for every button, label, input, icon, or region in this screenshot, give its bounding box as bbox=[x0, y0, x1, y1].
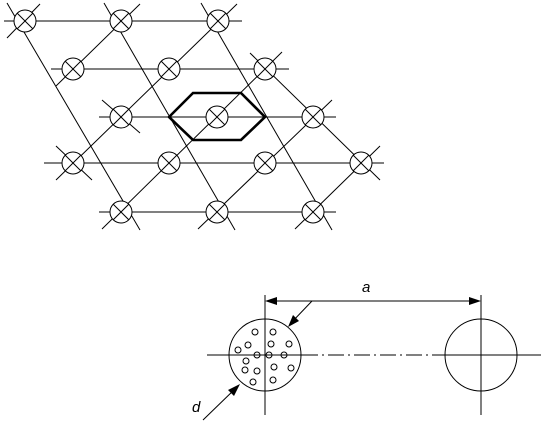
rod-node bbox=[61, 151, 85, 175]
filament-dot bbox=[287, 364, 295, 372]
filament-dot bbox=[267, 340, 275, 348]
lattice-nodes bbox=[13, 9, 373, 224]
dimension-a: a bbox=[265, 279, 481, 305]
rod-node bbox=[109, 9, 133, 33]
filament-dot bbox=[251, 328, 259, 336]
rod-node bbox=[205, 200, 229, 224]
filament-dot bbox=[285, 340, 293, 348]
rod-detail-figure: a d bbox=[192, 279, 541, 421]
leader-to-bundle-arrow bbox=[288, 315, 299, 327]
dimension-a-arrow-right bbox=[469, 297, 481, 305]
filament-dot bbox=[249, 378, 257, 386]
filament-dot bbox=[269, 328, 277, 336]
filament-dot bbox=[270, 363, 278, 371]
filament-dot bbox=[280, 351, 288, 359]
rod-node bbox=[301, 105, 325, 129]
filament-dot bbox=[234, 346, 242, 354]
rod-node bbox=[13, 9, 37, 33]
filament-dot bbox=[265, 351, 273, 359]
hexagon-unit-cell bbox=[167, 91, 267, 142]
rod-node bbox=[206, 9, 230, 33]
rod-node bbox=[109, 105, 133, 129]
leader-to-bundle bbox=[288, 300, 313, 327]
dimension-d: d bbox=[192, 384, 240, 421]
rod-node bbox=[349, 151, 373, 175]
dimension-a-arrow-left bbox=[265, 297, 277, 305]
diag-down-1 bbox=[6, 2, 141, 231]
rod-node bbox=[109, 200, 133, 224]
filament-dot bbox=[244, 341, 252, 349]
diag-up-2 bbox=[55, 3, 238, 181]
rod-node bbox=[253, 151, 277, 175]
filament-dots bbox=[234, 328, 295, 386]
dimension-d-line bbox=[202, 387, 237, 421]
filament-dot bbox=[253, 367, 261, 375]
lattice-row-lines bbox=[4, 20, 384, 213]
filament-dot bbox=[253, 351, 261, 359]
rod-node bbox=[61, 57, 85, 81]
rod-node-center bbox=[205, 105, 229, 129]
rod-node bbox=[157, 151, 181, 175]
diag-down-3 bbox=[200, 2, 333, 231]
rod-node bbox=[157, 57, 181, 81]
filament-dot bbox=[269, 376, 277, 384]
dimension-a-label: a bbox=[362, 279, 370, 296]
filament-dot bbox=[241, 366, 249, 374]
rod-node bbox=[253, 57, 277, 81]
filament-dot bbox=[242, 357, 250, 365]
dimension-d-label: d bbox=[192, 399, 201, 416]
dimension-d-arrow bbox=[228, 384, 240, 396]
lattice-figure bbox=[4, 2, 384, 231]
rod-node bbox=[301, 200, 325, 224]
